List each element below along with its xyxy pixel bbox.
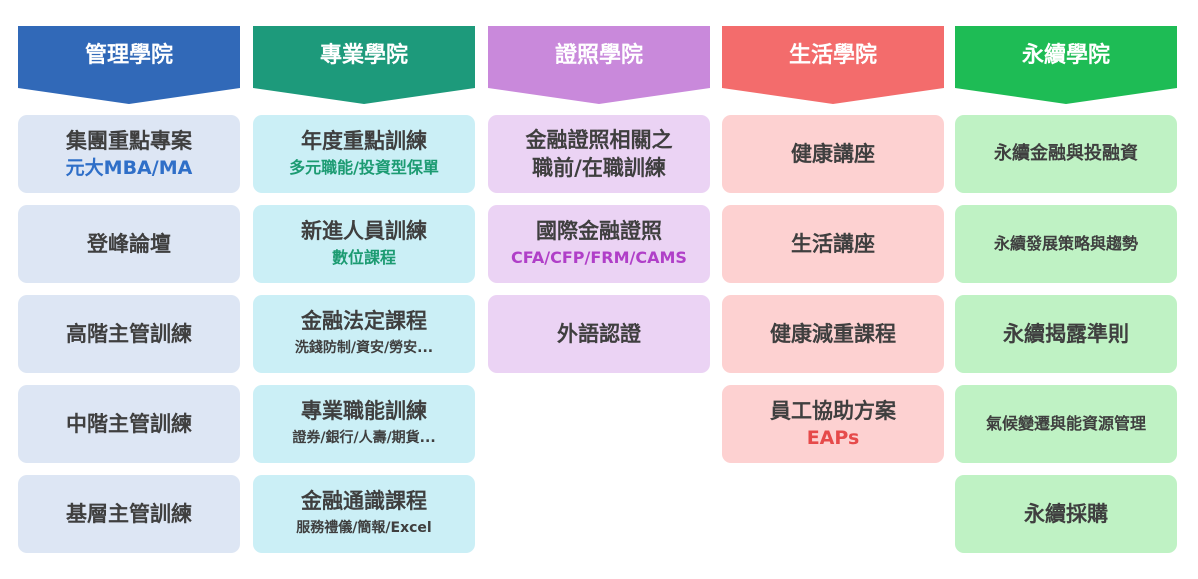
card-summit-forum[interactable]: 登峰論壇	[18, 205, 240, 283]
card-main-label: 金融法定課程	[301, 309, 427, 333]
column-management: 管理學院 集團重點專案 元大MBA/MA 登峰論壇 高階主管訓練 中階主管訓練 …	[18, 26, 240, 565]
card-main-label: 國際金融證照	[536, 219, 662, 243]
header-sustainability: 永續學院	[955, 26, 1177, 104]
card-sustainable-strategy-trends[interactable]: 永續發展策略與趨勢	[955, 205, 1177, 283]
column-life: 生活學院 健康講座 生活講座 健康減重課程 員工協助方案 EAPs	[722, 26, 944, 475]
card-employee-assistance-program[interactable]: 員工協助方案 EAPs	[722, 385, 944, 463]
card-main-label: 永續發展策略與趨勢	[993, 234, 1138, 253]
card-main-label: 生活講座	[791, 232, 875, 256]
card-health-seminar[interactable]: 健康講座	[722, 115, 944, 193]
card-main-label: 高階主管訓練	[66, 322, 192, 346]
card-sub-label: 洗錢防制/資安/勞安...	[294, 340, 434, 356]
card-sub-label: 數位課程	[331, 248, 396, 267]
card-main-label: 健康減重課程	[770, 322, 896, 346]
header-management: 管理學院	[18, 26, 240, 104]
card-middle-manager-training[interactable]: 中階主管訓練	[18, 385, 240, 463]
card-main-label: 集團重點專案	[66, 129, 192, 153]
card-main-label: 外語認證	[557, 322, 641, 346]
card-main-label: 登峰論壇	[87, 232, 171, 256]
card-main-label: 員工協助方案	[770, 399, 896, 423]
card-main-label: 金融通識課程	[301, 489, 427, 513]
column-sustainability: 永續學院 永續金融與投融資 永續發展策略與趨勢 永續揭露準則 氣候變遷與能資源管…	[955, 26, 1177, 565]
card-main-label: 健康講座	[791, 142, 875, 166]
card-main-label: 新進人員訓練	[301, 219, 427, 243]
card-foreign-language-certification[interactable]: 外語認證	[488, 295, 710, 373]
card-life-seminar[interactable]: 生活講座	[722, 205, 944, 283]
card-main-label: 金融證照相關之	[525, 128, 673, 152]
card-sub-label: 元大MBA/MA	[65, 157, 193, 179]
header-license: 證照學院	[488, 26, 710, 104]
card-main-label: 專業職能訓練	[301, 399, 427, 423]
card-main-label: 氣候變遷與能資源管理	[985, 414, 1146, 433]
header-life: 生活學院	[722, 26, 944, 104]
card-sub-label: CFA/CFP/FRM/CAMS	[511, 248, 687, 267]
card-weight-loss-course[interactable]: 健康減重課程	[722, 295, 944, 373]
card-sustainable-procurement[interactable]: 永續採購	[955, 475, 1177, 553]
card-main-label: 中階主管訓練	[66, 412, 192, 436]
card-senior-manager-training[interactable]: 高階主管訓練	[18, 295, 240, 373]
card-junior-manager-training[interactable]: 基層主管訓練	[18, 475, 240, 553]
card-main-label: 永續揭露準則	[1003, 322, 1129, 346]
card-new-employee-training[interactable]: 新進人員訓練 數位課程	[253, 205, 475, 283]
card-main-label: 永續金融與投融資	[994, 143, 1138, 164]
card-international-financial-license[interactable]: 國際金融證照 CFA/CFP/FRM/CAMS	[488, 205, 710, 283]
card-climate-resource-management[interactable]: 氣候變遷與能資源管理	[955, 385, 1177, 463]
card-group-key-projects[interactable]: 集團重點專案 元大MBA/MA	[18, 115, 240, 193]
card-annual-key-training[interactable]: 年度重點訓練 多元職能/投資型保單	[253, 115, 475, 193]
card-main-label-line2: 職前/在職訓練	[532, 156, 666, 180]
card-professional-skill-training[interactable]: 專業職能訓練 證券/銀行/人壽/期貨...	[253, 385, 475, 463]
card-main-label: 基層主管訓練	[66, 502, 192, 526]
card-sustainable-finance[interactable]: 永續金融與投融資	[955, 115, 1177, 193]
column-professional: 專業學院 年度重點訓練 多元職能/投資型保單 新進人員訓練 數位課程 金融法定課…	[253, 26, 475, 565]
card-financial-license-training[interactable]: 金融證照相關之 職前/在職訓練	[488, 115, 710, 193]
card-sub-label: EAPs	[806, 427, 860, 449]
card-sustainability-disclosure[interactable]: 永續揭露準則	[955, 295, 1177, 373]
card-financial-statutory-courses[interactable]: 金融法定課程 洗錢防制/資安/勞安...	[253, 295, 475, 373]
card-main-label: 永續採購	[1024, 502, 1108, 526]
card-financial-general-courses[interactable]: 金融通識課程 服務禮儀/簡報/Excel	[253, 475, 475, 553]
card-sub-label: 服務禮儀/簡報/Excel	[296, 520, 432, 536]
header-professional: 專業學院	[253, 26, 475, 104]
card-main-label: 年度重點訓練	[301, 129, 427, 153]
column-license: 證照學院 金融證照相關之 職前/在職訓練 國際金融證照 CFA/CFP/FRM/…	[488, 26, 710, 385]
card-sub-label: 多元職能/投資型保單	[289, 158, 439, 177]
card-sub-label: 證券/銀行/人壽/期貨...	[292, 430, 436, 446]
